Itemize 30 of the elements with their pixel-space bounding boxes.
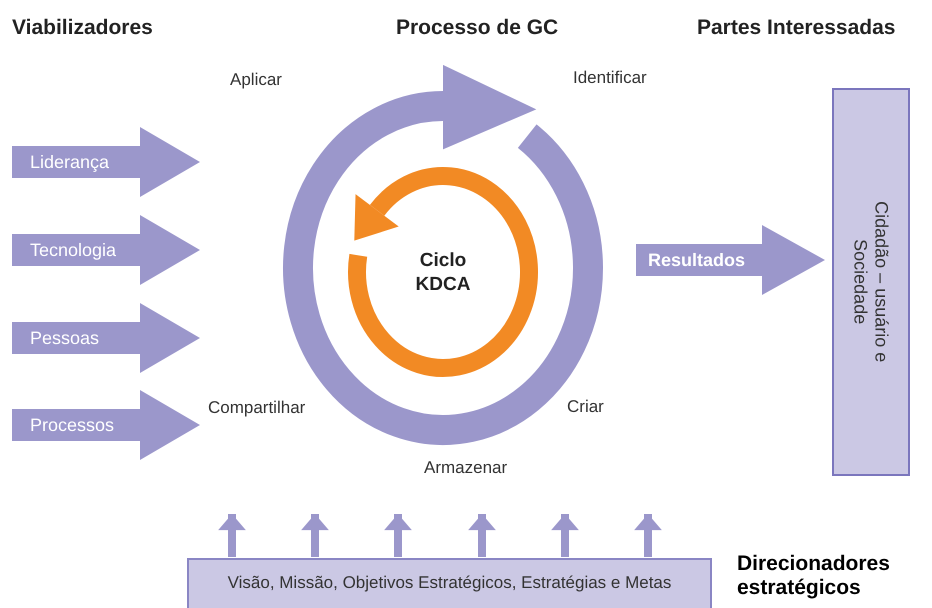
banner-label: Liderança [29, 152, 110, 172]
banner-label: Resultados [647, 250, 746, 270]
stage-label: Armazenar [424, 458, 508, 478]
pointed-banner [636, 225, 825, 295]
banner-label: Tecnologia [29, 240, 116, 260]
pointed-banner [12, 127, 200, 197]
column-heading: Processo de GC [396, 16, 558, 40]
arrow [468, 514, 496, 557]
column-heading: Partes Interessadas [697, 16, 896, 40]
box-label: Cidadão – usuário e Sociedade [850, 200, 892, 365]
pointed-banner [12, 303, 200, 373]
stage-label: Compartilhar [208, 398, 306, 418]
banner-label: Processos [29, 414, 114, 436]
arrow [551, 514, 579, 557]
column-heading: Viabilizadores [12, 16, 153, 40]
banner-label: Pessoas [29, 328, 100, 348]
pointed-banner [12, 390, 200, 460]
arrow [384, 514, 412, 557]
stage-label: Aplicar [230, 70, 282, 90]
driver-box [187, 558, 712, 608]
arrow [218, 514, 246, 557]
side-note: Direcionadores estratégicos [737, 552, 891, 600]
pointed-banner [12, 215, 200, 285]
cycle-label: Ciclo KDCA [414, 249, 472, 297]
arrow [301, 514, 329, 557]
arrow [634, 514, 662, 557]
stage-label: Identificar [573, 68, 647, 88]
stakeholder-box [832, 88, 910, 476]
box-label: Visão, Missão, Objetivos Estratégicos, Estratégias e Metas [228, 573, 672, 594]
stage-label: Criar [567, 397, 604, 417]
